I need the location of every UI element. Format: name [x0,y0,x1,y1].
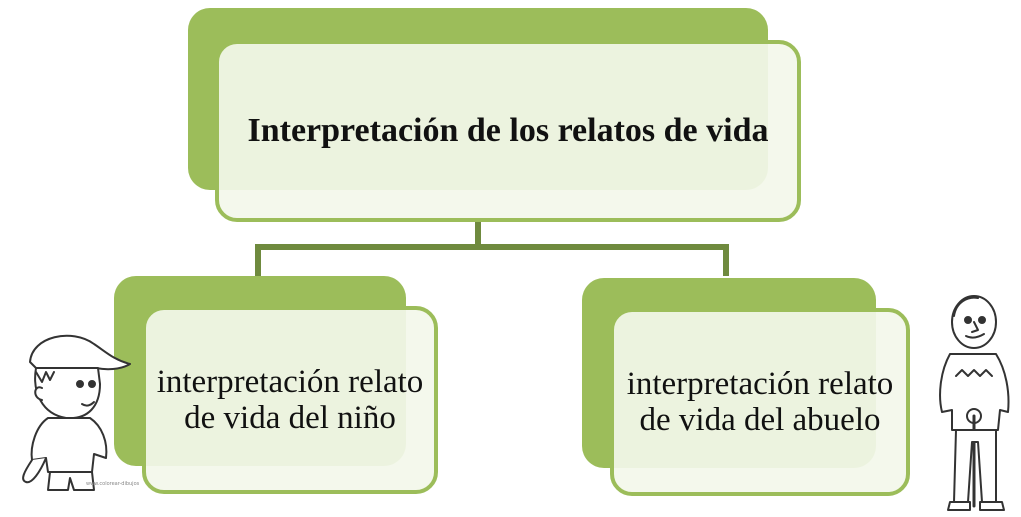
child-node-left: interpretación relato de vida del niño [142,306,438,494]
root-node-label: Interpretación de los relatos de vida [247,112,769,149]
boy-with-cap-icon [22,334,131,491]
connector-vertical-root [475,222,481,250]
connector-horizontal [255,244,729,250]
root-node: Interpretación de los relatos de vida [215,40,801,222]
child-node-left-label: interpretación relato de vida del niño [156,364,424,436]
grandfather-with-cane-icon [939,295,1010,511]
child-node-right-label: interpretación relato de vida del abuelo [626,366,894,438]
connector-vertical-right [723,244,729,276]
watermark-text: www.colorear-dibujos [86,481,140,487]
child-node-right: interpretación relato de vida del abuelo [610,308,910,496]
connector-vertical-left [255,244,261,276]
